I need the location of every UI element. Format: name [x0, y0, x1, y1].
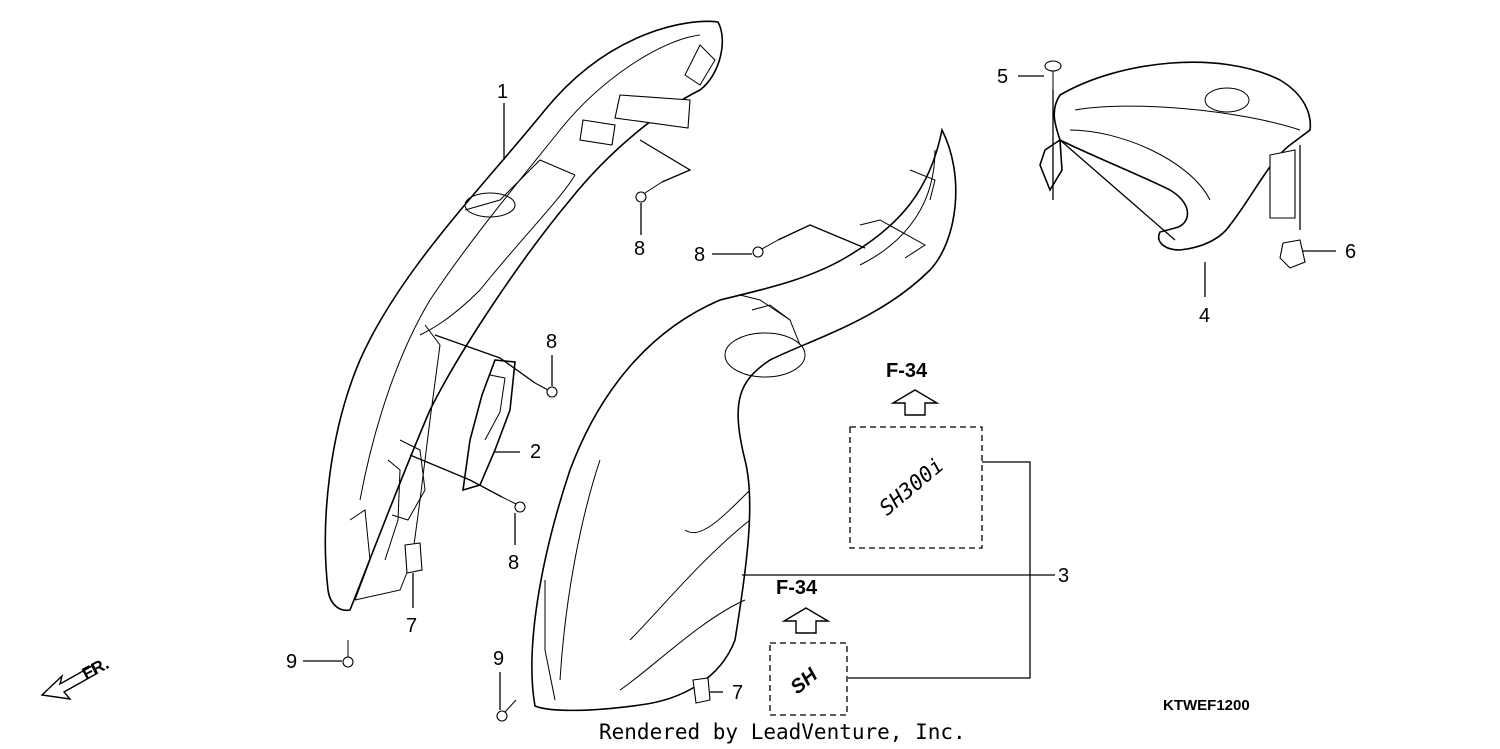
callout-2: 2: [530, 441, 541, 463]
callout-8-lower: 8: [508, 552, 519, 574]
part-body-cover-left: [324, 20, 724, 612]
bolt-5: [1044, 60, 1062, 90]
callout-5: 5: [997, 66, 1008, 88]
emblem-upper-text: SH300i: [875, 453, 949, 520]
screw-8-lower: [501, 496, 526, 513]
callout-9-left: 9: [286, 651, 297, 673]
callout-8-mid: 8: [694, 244, 705, 266]
leader-lines: [303, 75, 1336, 710]
clip-6: [1279, 239, 1306, 269]
reference-arrow-upper: F-34: [886, 360, 940, 416]
callout-3: 3: [1058, 565, 1069, 587]
screw-8-top: [635, 181, 663, 203]
callout-8-upper-right: 8: [546, 331, 557, 353]
callout-1: 1: [497, 81, 508, 103]
reference-upper-label: F-34: [886, 360, 928, 382]
callout-8-top: 8: [634, 238, 645, 260]
part-body-cover-right: [531, 127, 957, 712]
callout-9-right: 9: [493, 648, 504, 670]
clip-7-right: [692, 677, 711, 704]
emblem-box-lower: SH: [769, 642, 848, 716]
reference-arrow-lower: F-34: [776, 577, 831, 634]
callout-4: 4: [1199, 305, 1210, 327]
callout-7-left: 7: [406, 615, 417, 637]
screw-9-left: [342, 640, 354, 668]
screw-8-mid: [752, 239, 779, 258]
reference-lower-label: F-34: [776, 577, 818, 599]
callout-7-right: 7: [732, 682, 743, 704]
clip-7-left: [404, 542, 423, 574]
callout-6: 6: [1345, 241, 1356, 263]
callout-numbers: 1 2 3 4 5 6 7 7 8 8 8 8 9 9: [286, 66, 1356, 704]
credit-text: Rendered by LeadVenture, Inc.: [599, 720, 966, 744]
screw-8-upper-right: [534, 382, 558, 398]
emblem-box-upper: SH300i: [849, 426, 983, 549]
diagram-code: KTWEF1200: [1163, 697, 1250, 714]
emblem-lower-text: SH: [786, 664, 822, 699]
part-inner-lid: [462, 359, 516, 492]
screw-9-right: [496, 699, 517, 722]
part-rear-cover: [1039, 61, 1312, 251]
front-direction-marker: FR.: [40, 654, 112, 700]
